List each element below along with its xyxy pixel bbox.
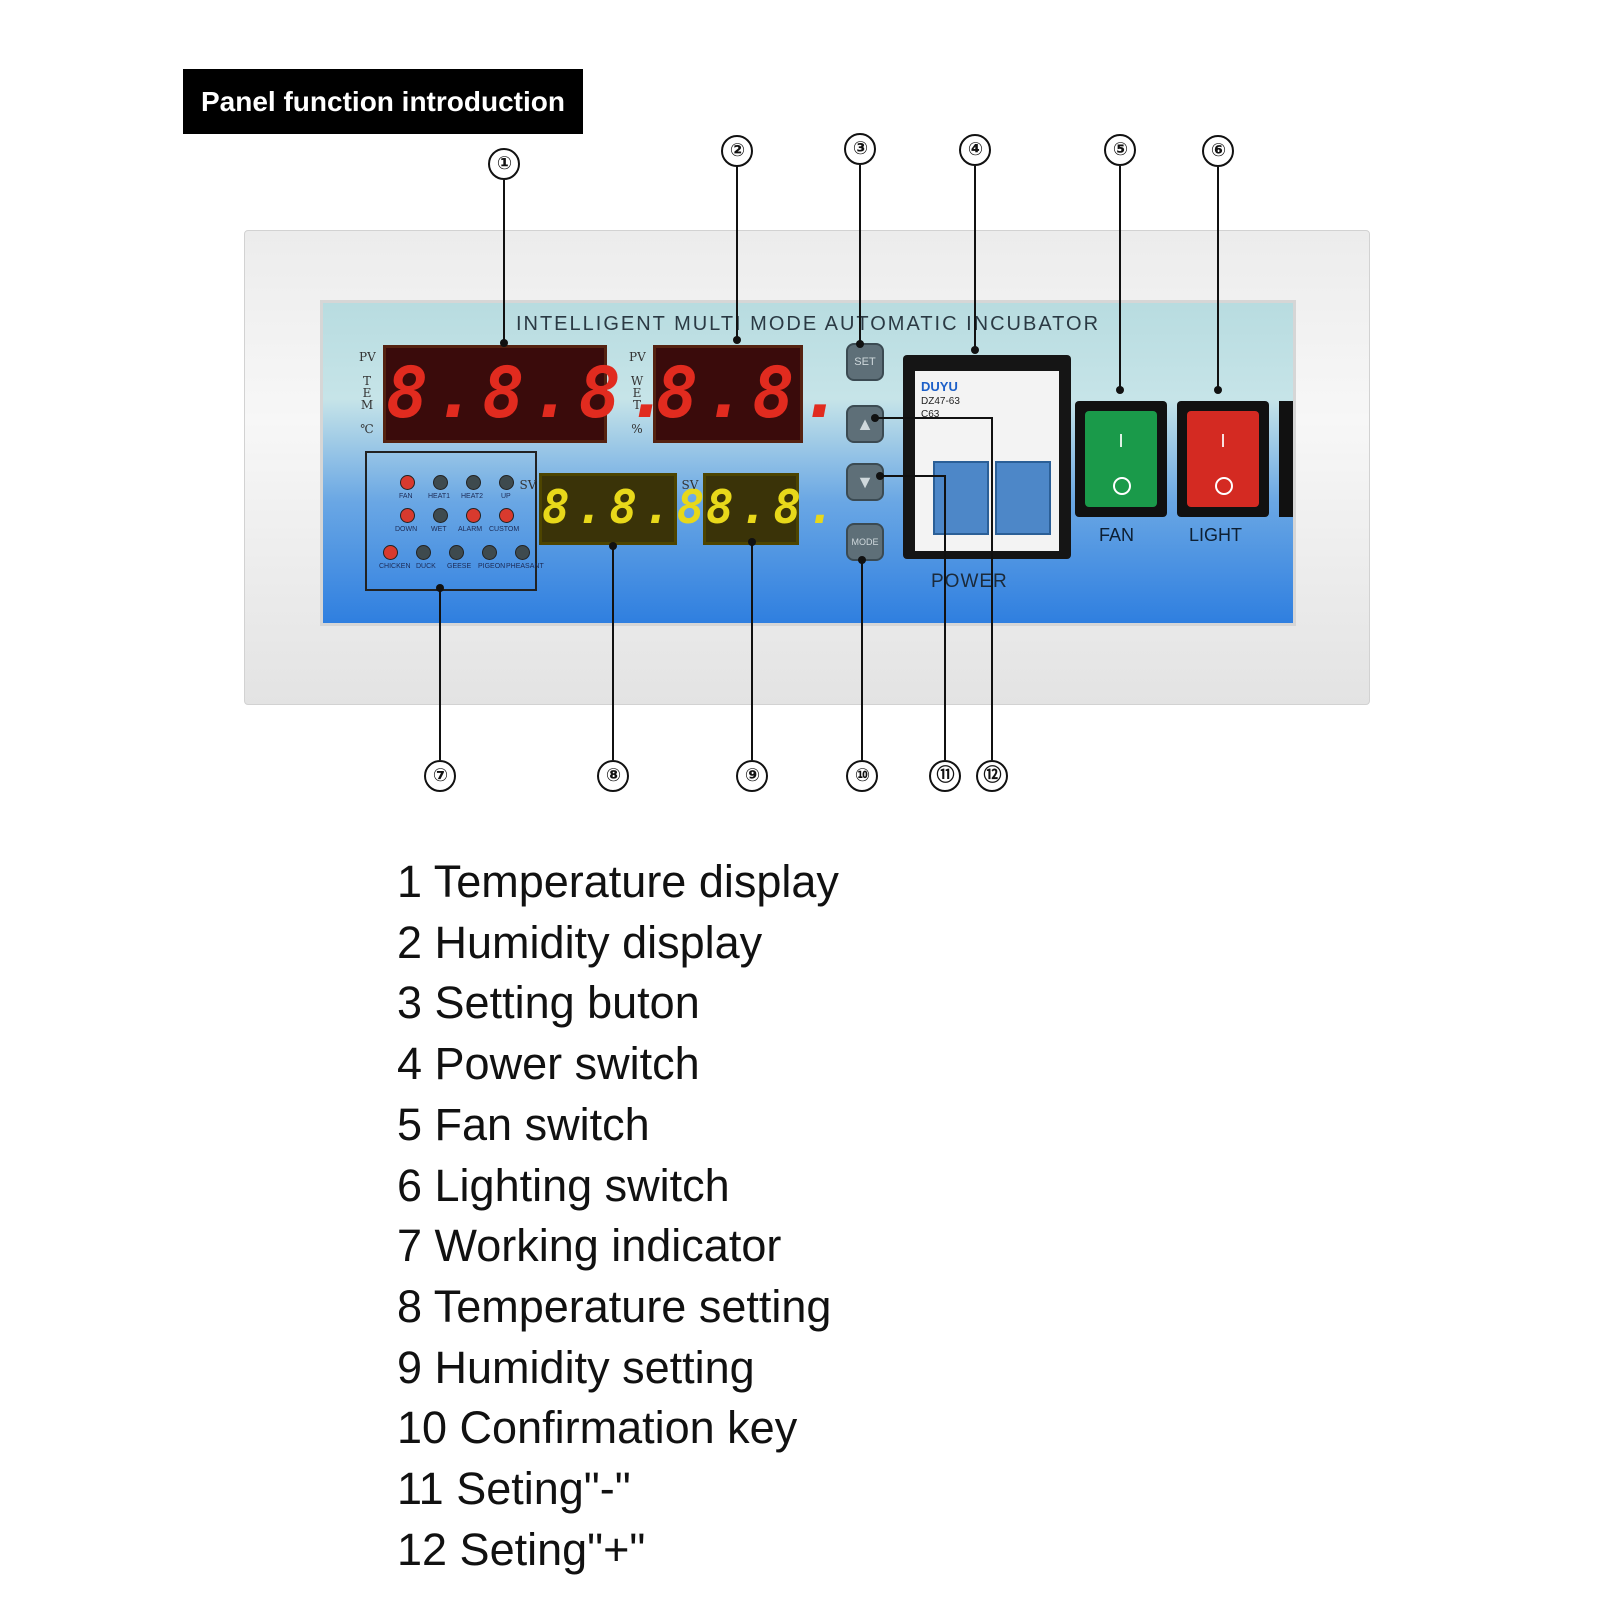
callout-10: ⑩: [846, 760, 878, 792]
led-geese: [449, 545, 464, 560]
led-label: WET: [431, 526, 447, 533]
minus-button[interactable]: ▼: [846, 463, 884, 501]
led-label: HEAT2: [461, 493, 484, 500]
breaker-model: DZ47-63: [921, 396, 960, 407]
sv-label: SV: [681, 478, 699, 492]
callout-5: ⑤: [1104, 134, 1136, 166]
led-chicken: [383, 545, 398, 560]
edge-switch: [1279, 401, 1293, 517]
power-label: POWER: [931, 571, 1008, 592]
legend-item: 12 Seting"+": [397, 1523, 646, 1575]
legend-item: 8 Temperature setting: [397, 1280, 832, 1332]
breaker-rating: C63: [921, 409, 940, 420]
breaker-lever-right[interactable]: [995, 461, 1051, 535]
callout-11: ⑪: [929, 760, 961, 792]
legend-item: 1 Temperature display: [397, 856, 839, 907]
set-button[interactable]: SET: [846, 343, 884, 381]
callout-7: ⑦: [424, 760, 456, 792]
callout-3: ③: [844, 133, 876, 165]
led-label: PHEASANT: [506, 563, 544, 570]
led-label: DOWN: [395, 526, 418, 533]
page-title: Panel function introduction: [183, 69, 583, 134]
led-pheasant: [515, 545, 530, 560]
led-custom: [499, 508, 514, 523]
callout-4: ④: [959, 134, 991, 166]
legend-item: 2 Humidity display: [397, 916, 763, 968]
legend-item: 9 Humidity setting: [397, 1341, 755, 1393]
led-label: DUCK: [416, 563, 436, 570]
callout-12: ⑫: [976, 760, 1008, 792]
callout-6: ⑥: [1202, 135, 1234, 167]
power-breaker[interactable]: DUYU DZ47-63 C63: [903, 355, 1071, 559]
led-down: [400, 508, 415, 523]
mode-button[interactable]: MODE: [846, 523, 884, 561]
legend-item: 6 Lighting switch: [397, 1159, 730, 1211]
legend-item: 5 Fan switch: [397, 1098, 650, 1150]
plus-button[interactable]: ▲: [846, 405, 884, 443]
callout-2: ②: [721, 135, 753, 167]
legend-item: 11 Seting"-": [397, 1463, 631, 1515]
breaker-brand: DUYU: [921, 379, 958, 394]
led-pigeon: [482, 545, 497, 560]
led-label: HEAT1: [428, 493, 451, 500]
led-label: CHICKEN: [379, 563, 411, 570]
led-label: PIGEON: [478, 563, 506, 570]
breaker-lever-left[interactable]: [933, 461, 989, 535]
legend-item: 10 Confirmation key: [397, 1402, 798, 1454]
legend-list: 1 Temperature display 2 Humidity display…: [397, 852, 839, 1580]
callout-8: ⑧: [597, 760, 629, 792]
led-label: UP: [501, 493, 511, 500]
led-heat1: [433, 475, 448, 490]
light-switch[interactable]: I: [1177, 401, 1269, 517]
led-heat2: [466, 475, 481, 490]
led-label: GEESE: [447, 563, 472, 570]
led-label: FAN: [399, 493, 413, 500]
control-panel: INTELLIGENT MULTI MODE AUTOMATIC INCUBAT…: [320, 300, 1296, 626]
light-label: LIGHT: [1189, 525, 1243, 545]
callout-1: ①: [488, 148, 520, 180]
led-label: CUSTOM: [489, 526, 520, 533]
working-indicator-panel: FAN HEAT1 HEAT2 UP DOWN WET ALARM CUSTOM…: [365, 451, 544, 591]
led-wet: [433, 508, 448, 523]
fan-switch[interactable]: I: [1075, 401, 1167, 517]
led-label: ALARM: [458, 526, 483, 533]
sv-label: SV: [519, 478, 537, 492]
callout-9: ⑨: [736, 760, 768, 792]
legend-item: 7 Working indicator: [397, 1220, 782, 1272]
led-alarm: [466, 508, 481, 523]
legend-item: 4 Power switch: [397, 1038, 700, 1090]
legend-item: 3 Setting buton: [397, 977, 700, 1029]
panel-header: INTELLIGENT MULTI MODE AUTOMATIC INCUBAT…: [515, 313, 1101, 335]
led-up: [499, 475, 514, 490]
led-duck: [416, 545, 431, 560]
led-fan: [400, 475, 415, 490]
fan-label: FAN: [1099, 525, 1135, 545]
